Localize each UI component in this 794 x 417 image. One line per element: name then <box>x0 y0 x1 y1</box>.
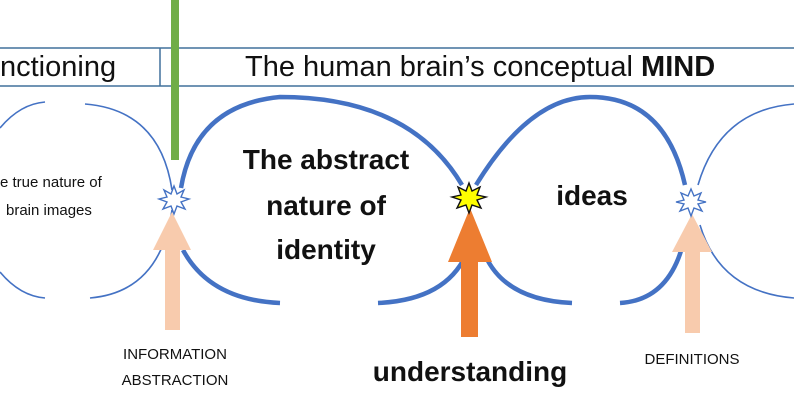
left-circle-arc-far-left <box>0 101 46 129</box>
banner-right-bold: MIND <box>641 51 716 83</box>
center-circle-arc-bottom-right <box>377 254 469 306</box>
center-burst-icon <box>449 181 489 215</box>
understanding-arrow <box>448 208 492 337</box>
right-burst-icon <box>675 187 707 218</box>
center-circle-line1: The abstract <box>242 144 410 175</box>
left-burst-icon <box>156 184 192 216</box>
far-right-circle-arc-top <box>697 103 794 186</box>
banner-left-text: nctioning <box>0 51 117 83</box>
green-bar <box>171 0 179 160</box>
left-circle-line1: e true nature of <box>0 174 102 191</box>
center-circle-line2: nature of <box>266 190 386 221</box>
left-circle-line2: brain images <box>6 202 92 219</box>
definitions-label: DEFINITIONS <box>644 351 740 368</box>
right-circle-text: ideas <box>556 180 628 211</box>
right-circle-arc-bottom-left <box>482 254 573 306</box>
left-circle-arc-far-left-bottom <box>0 271 46 299</box>
info-label-line2: ABSTRACTION <box>121 372 229 389</box>
left-circle-arc-top <box>84 103 173 191</box>
banner-right-text: The human brain’s conceptual MIND <box>245 49 715 85</box>
right-circle-arc-bottom-right <box>619 239 687 306</box>
center-circle-arc-bottom <box>181 248 281 306</box>
banner-right-regular: The human brain’s conceptual <box>245 51 642 83</box>
left-circle-arc-bottom <box>89 209 173 299</box>
info-label-line1: INFORMATION <box>123 346 227 363</box>
definitions-arrow <box>672 214 712 333</box>
understanding-label: understanding <box>372 356 568 387</box>
far-right-circle-arc-bottom <box>699 224 794 299</box>
information-arrow <box>153 212 191 330</box>
center-circle-arc-top <box>178 94 464 189</box>
right-circle-arc-top <box>474 94 688 187</box>
center-circle-line3: identity <box>276 234 376 265</box>
